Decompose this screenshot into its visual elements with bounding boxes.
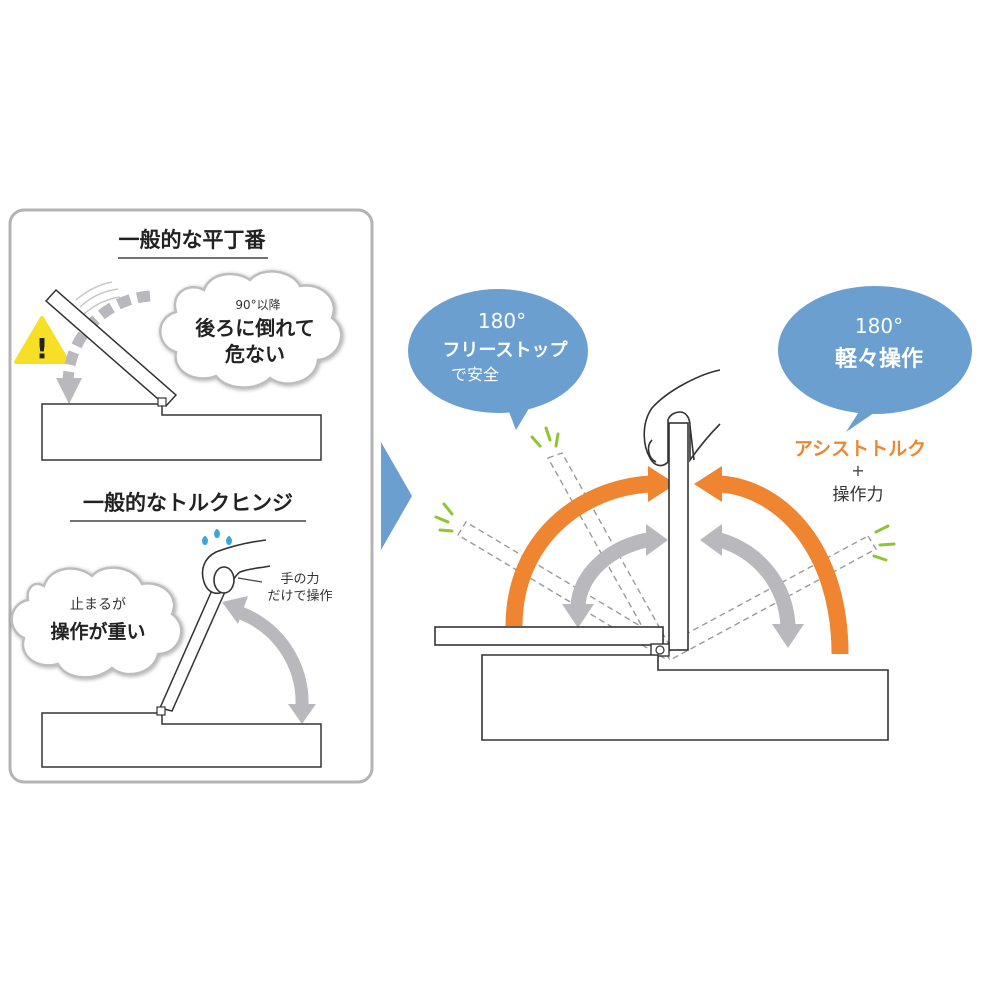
flat-hinge-knuckle — [157, 397, 167, 407]
operating-force-label: 操作力 — [833, 485, 884, 505]
torque-hinge-title: 一般的なトルクヒンジ — [83, 491, 293, 515]
hinge-pin — [655, 645, 665, 655]
free-stop-line3: で安全 — [451, 365, 499, 384]
hand-force-note-line2: だけで操作 — [267, 588, 332, 604]
right-base — [481, 654, 889, 741]
free-stop-bubble — [408, 289, 588, 430]
note-pointer — [237, 577, 263, 583]
flat-cloud-line2: 危ない — [225, 342, 285, 366]
plus-label: + — [851, 461, 864, 480]
hand-icon — [201, 539, 271, 595]
flat-cloud-small: 90°以降 — [235, 298, 280, 312]
torque-cloud-line1: 止まるが — [70, 597, 126, 613]
sweat-drops-icon — [202, 529, 232, 545]
torque-cloud-line2: 操作が重い — [50, 620, 145, 643]
hand-force-note-line1: 手の力 — [280, 572, 319, 587]
upright-door — [668, 422, 689, 651]
torque-hinge-cloud — [10, 566, 183, 679]
easy-operation-bubble — [778, 286, 972, 432]
free-stop-line2: フリーストップ — [442, 339, 568, 361]
free-stop-line1: 180° — [478, 309, 526, 333]
assist-torque-label: アシストトルク — [794, 438, 926, 460]
warning-icon: ! — [14, 316, 70, 365]
flat-cloud-line1: 後ろに倒れて — [195, 316, 314, 340]
flat-hinge-cloud — [159, 270, 343, 389]
hand-icon-right — [643, 369, 721, 467]
transition-arrow — [381, 442, 412, 550]
green-spark-accents — [434, 426, 896, 562]
torque-hinge-knuckle — [156, 706, 166, 716]
flat-hinge-door — [44, 288, 178, 408]
torque-double-arrow — [222, 596, 316, 724]
motion-lines — [75, 281, 121, 315]
flat-hinge-title: 一般的な平丁番 — [119, 228, 267, 252]
warning-symbol: ! — [36, 332, 49, 365]
easy-operation-line1: 180° — [855, 314, 903, 338]
easy-operation-line2: 軽々操作 — [835, 346, 923, 372]
horizontal-lid — [434, 626, 664, 646]
free-stop-range-arrows — [562, 524, 804, 648]
assist-torque-arrows — [505, 466, 849, 655]
